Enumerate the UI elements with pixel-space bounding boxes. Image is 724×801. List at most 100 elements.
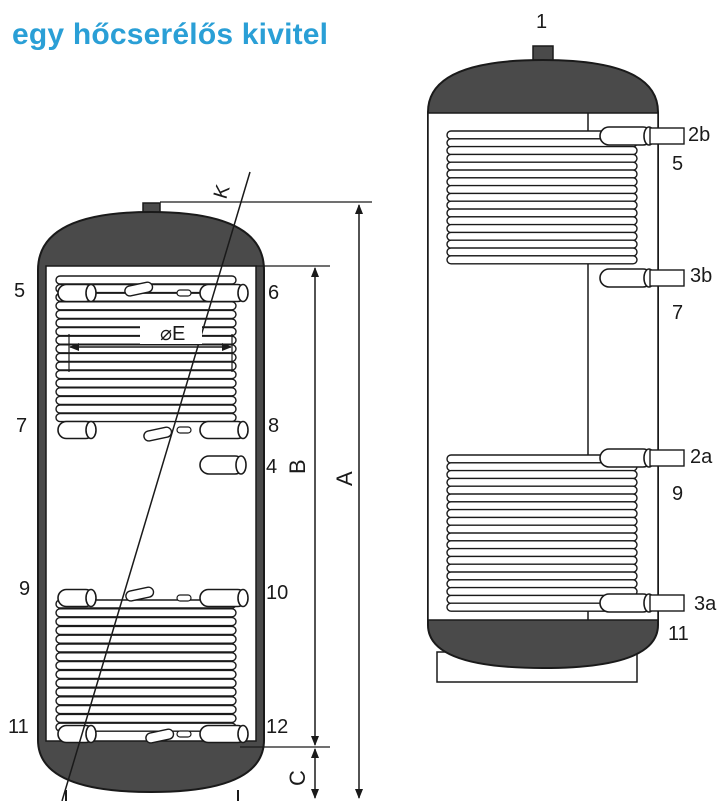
coil-loop xyxy=(55,378,237,388)
coil-loop xyxy=(446,571,638,581)
coil-loop xyxy=(446,524,638,534)
coil-loop xyxy=(55,687,237,697)
diagonal-k-line xyxy=(61,171,251,801)
conn-label-3b: 3b xyxy=(690,265,712,287)
coil-loop xyxy=(446,508,638,519)
label-k: K xyxy=(210,182,235,202)
right-upper-coil xyxy=(446,130,638,265)
coil-loop xyxy=(55,669,237,680)
coil-loop xyxy=(55,352,237,363)
label-b: B xyxy=(285,459,310,474)
conn-label-1: 1 xyxy=(536,11,547,33)
coil-loop xyxy=(55,404,237,414)
coil-loop xyxy=(446,216,638,226)
coil-loop xyxy=(446,255,638,265)
coil-loop xyxy=(446,516,638,527)
coil-loop xyxy=(55,616,237,627)
coil-loop xyxy=(446,192,638,203)
conn-label-11: 11 xyxy=(8,716,29,738)
sensor-plug xyxy=(176,289,192,297)
connection-stub-end xyxy=(237,724,249,744)
coil-loop xyxy=(446,184,638,195)
coil-loop xyxy=(446,579,638,589)
coil-loop xyxy=(446,555,638,566)
sensor-plug xyxy=(176,426,192,434)
coil-loop xyxy=(446,247,638,257)
conn-label-9-right: 9 xyxy=(672,483,683,505)
coil-loop xyxy=(55,412,237,423)
coil-loop xyxy=(446,485,638,495)
coil-loop xyxy=(446,153,638,164)
coil-loop xyxy=(55,369,237,380)
coil-loop xyxy=(55,608,237,618)
connection-stub-end xyxy=(237,283,249,303)
right-tank xyxy=(427,45,685,683)
conn-label-5-right: 5 xyxy=(672,153,683,175)
coil-loop xyxy=(446,239,638,249)
connection-stub-end xyxy=(85,588,97,608)
connection-stub-end xyxy=(85,724,97,744)
label-e: ⌀E xyxy=(160,323,185,345)
coil-loop xyxy=(446,540,638,550)
label-a: A xyxy=(332,471,357,486)
coil-loop xyxy=(55,660,237,671)
coil-loop xyxy=(55,643,237,653)
coil-loop xyxy=(55,395,237,406)
label-c: C xyxy=(285,770,310,786)
page-title: egy hőcserélős kivitel xyxy=(12,18,329,51)
connection-stub-2a-outer xyxy=(649,449,685,467)
right-connection-stubs xyxy=(599,126,685,613)
coil-loop xyxy=(446,532,638,542)
coil-loop xyxy=(55,634,237,644)
sensor-pocket xyxy=(124,281,154,297)
coil-loop xyxy=(446,231,638,242)
connection-stub-3b-outer xyxy=(649,269,685,287)
connection-stub-end xyxy=(237,420,249,440)
conn-label-10: 10 xyxy=(266,582,288,604)
sensor-pocket xyxy=(143,426,173,442)
sensor-plug xyxy=(176,730,192,738)
coil-loop xyxy=(446,501,638,511)
conn-label-11-right: 11 xyxy=(668,623,689,645)
conn-label-2b: 2b xyxy=(688,124,710,146)
connection-stub-end xyxy=(237,588,249,608)
conn-label-2a: 2a xyxy=(690,446,713,468)
left-connection-stubs xyxy=(57,281,249,744)
coil-loop xyxy=(446,469,638,480)
coil-loop xyxy=(55,387,237,397)
coil-loop xyxy=(55,696,237,706)
coil-loop xyxy=(55,344,237,354)
conn-label-9: 9 xyxy=(19,578,30,600)
conn-label-7: 7 xyxy=(16,415,27,437)
right-lower-coil xyxy=(446,454,638,612)
connection-stub-end xyxy=(85,283,97,303)
coil-loop xyxy=(446,223,638,234)
coil-loop xyxy=(446,208,638,218)
coil-loop xyxy=(446,161,638,171)
coil-loop xyxy=(446,169,638,179)
coil-loop xyxy=(446,145,638,156)
coil-loop xyxy=(446,547,638,558)
connection-stub-4-end xyxy=(235,455,247,475)
connection-stub-end xyxy=(85,420,97,440)
connection-stub-2b-outer xyxy=(649,127,685,145)
coil-loop xyxy=(446,493,638,503)
sensor-pocket xyxy=(125,586,155,602)
coil-loop xyxy=(55,625,237,636)
coil-loop xyxy=(55,361,237,371)
left-lower-coil xyxy=(55,599,237,732)
conn-label-4: 4 xyxy=(266,456,277,478)
coil-loop xyxy=(55,678,237,688)
coil-loop xyxy=(446,177,638,187)
coil-loop xyxy=(55,713,237,724)
conn-label-5: 5 xyxy=(14,280,25,302)
conn-label-3a: 3a xyxy=(694,593,717,615)
coil-loop xyxy=(55,652,237,662)
sensor-pocket xyxy=(145,728,175,744)
dim-e-label-bg xyxy=(140,322,202,344)
conn-label-8: 8 xyxy=(268,415,279,437)
conn-label-12: 12 xyxy=(266,716,288,738)
conn-label-7-right: 7 xyxy=(672,302,683,324)
connection-stub-3a-outer xyxy=(649,594,685,612)
